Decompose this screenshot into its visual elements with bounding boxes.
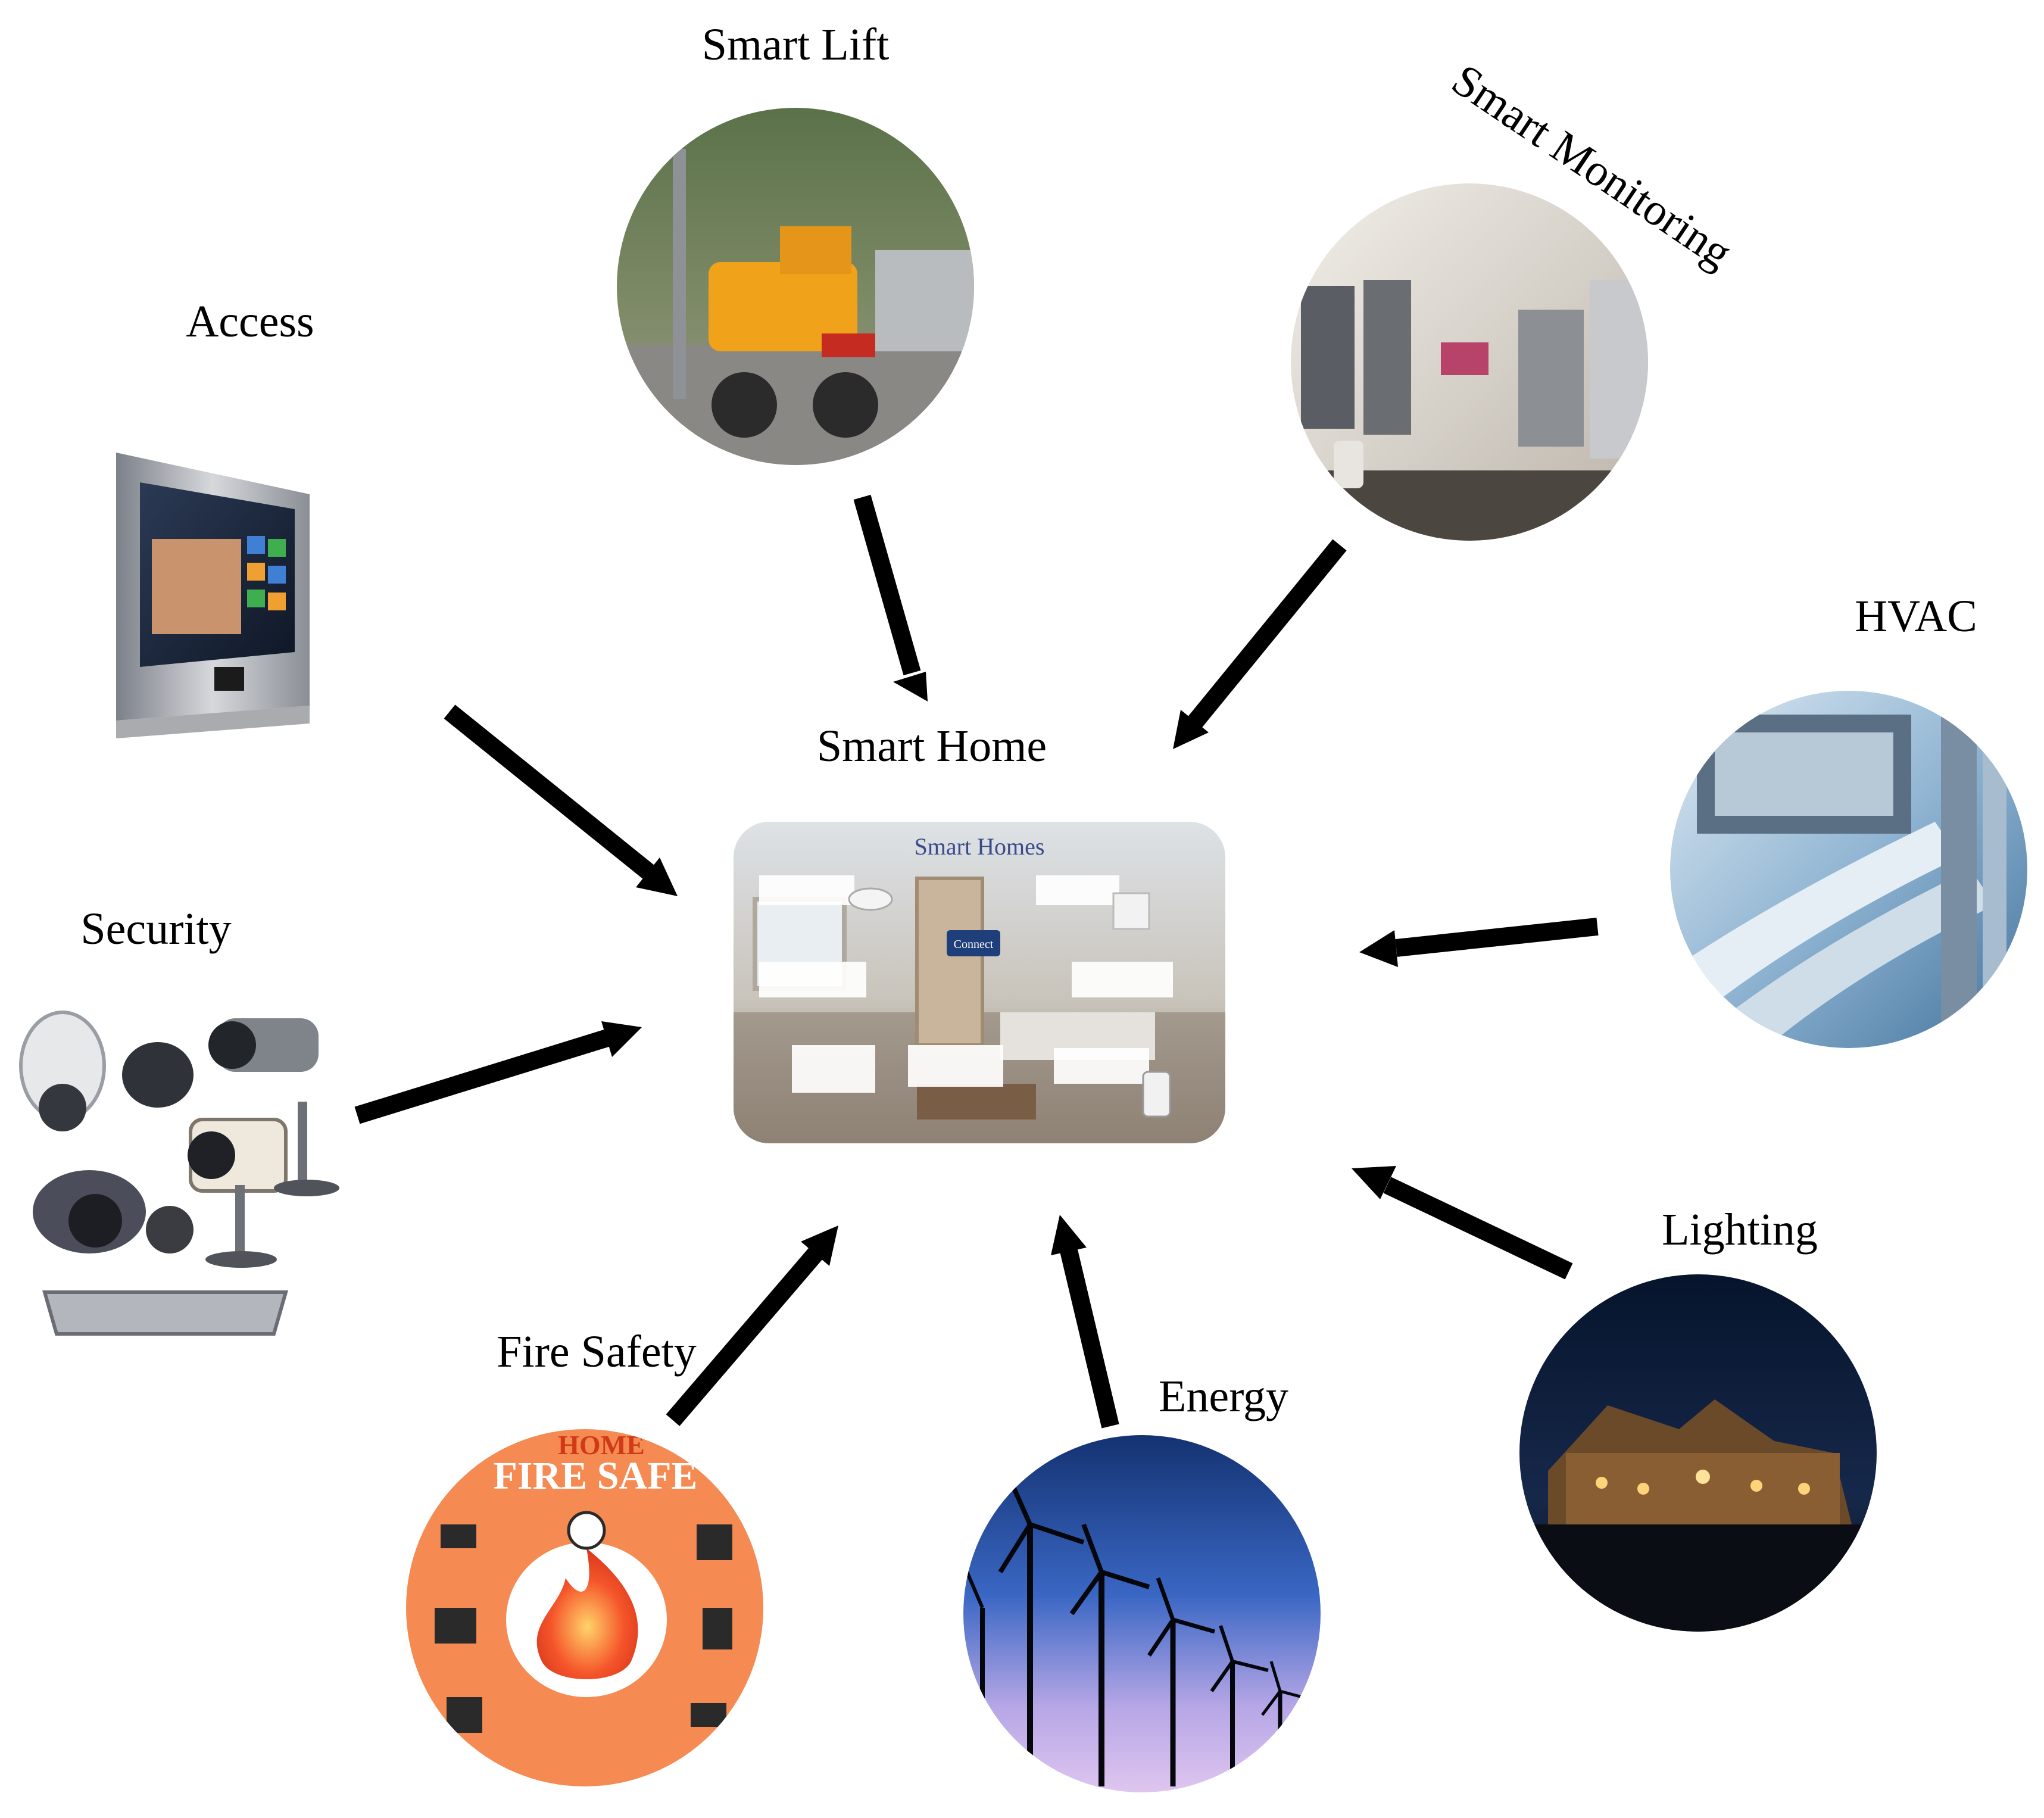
center-label: Smart Home [817,721,1047,771]
arrow-security [354,1021,642,1124]
panel-connect-label: Connect [954,938,994,951]
smart-home-panel-image: Connect Smart Homes [734,822,1225,1143]
node-access: Access [116,297,314,738]
access-label: Access [186,297,314,347]
security-label: Security [80,904,231,954]
smart-monitoring-image [1291,183,1648,541]
arrow-lighting [1352,1166,1573,1280]
hvac-label: HVAC [1855,591,1977,641]
node-energy: Energy [963,1371,1321,1792]
node-smart-lift: Smart Lift [617,20,974,465]
node-security: Security [19,904,339,1336]
panel-title: Smart Homes [915,833,1045,860]
fire-safety-label: Fire Safety [497,1327,697,1377]
node-lighting: Lighting [1519,1205,1877,1632]
arrow-access [444,704,678,896]
arrow-smart-lift [853,494,928,701]
hvac-image [1670,691,2027,1048]
arrow-smart-monitoring [1173,539,1347,749]
smart-lift-image [617,108,974,465]
center-node: Smart Home Connect Smart Homes [734,721,1225,1143]
arrow-energy [1051,1215,1119,1429]
node-fire-safety: Fire Safety HOME FIRE SAFE [406,1327,763,1786]
arrow-fire-safety [666,1225,838,1426]
lighting-image [1519,1274,1877,1632]
arrow-hvac [1359,918,1599,967]
energy-image [963,1435,1321,1792]
node-smart-monitoring: Smart Monitoring [1291,55,1741,541]
fire-poster-title: FIRE SAFE [494,1454,698,1498]
lighting-label: Lighting [1662,1205,1818,1255]
connect-button-graphic [947,930,1000,956]
access-panel-image [116,453,310,738]
smart-lift-label: Smart Lift [702,20,890,70]
fire-safety-image: HOME FIRE SAFE [406,1429,763,1786]
security-cameras-image [19,1011,339,1336]
node-hvac: HVAC [1670,591,2027,1048]
arrows [354,494,1599,1429]
energy-label: Energy [1159,1371,1288,1421]
